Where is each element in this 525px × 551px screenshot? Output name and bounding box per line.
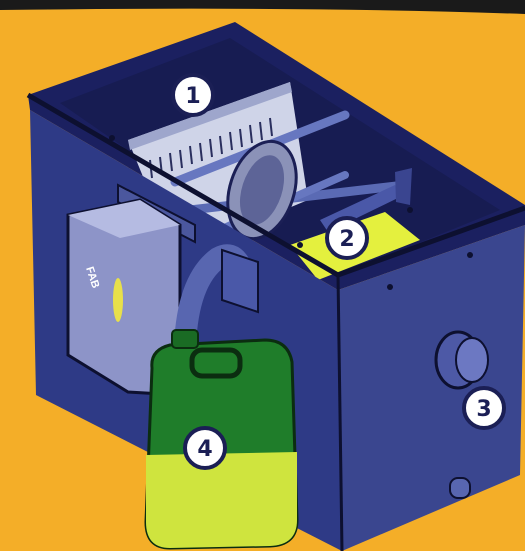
marker-4: 4 [185, 428, 225, 468]
marker-1: 1 [173, 75, 213, 115]
drain-valve [450, 478, 470, 498]
svg-text:1: 1 [185, 84, 200, 109]
svg-text:2: 2 [339, 227, 354, 252]
canister-cap [172, 330, 198, 348]
skimmer-tube-end [395, 168, 412, 205]
canister-liquid [146, 452, 297, 548]
svg-text:3: 3 [476, 397, 491, 422]
marker-2: 2 [327, 218, 367, 258]
control-box-logo [113, 278, 123, 322]
marker-3: 3 [464, 388, 504, 428]
side-outlet-cap [456, 338, 488, 382]
svg-text:4: 4 [197, 437, 212, 462]
outlet-flange [222, 250, 258, 312]
